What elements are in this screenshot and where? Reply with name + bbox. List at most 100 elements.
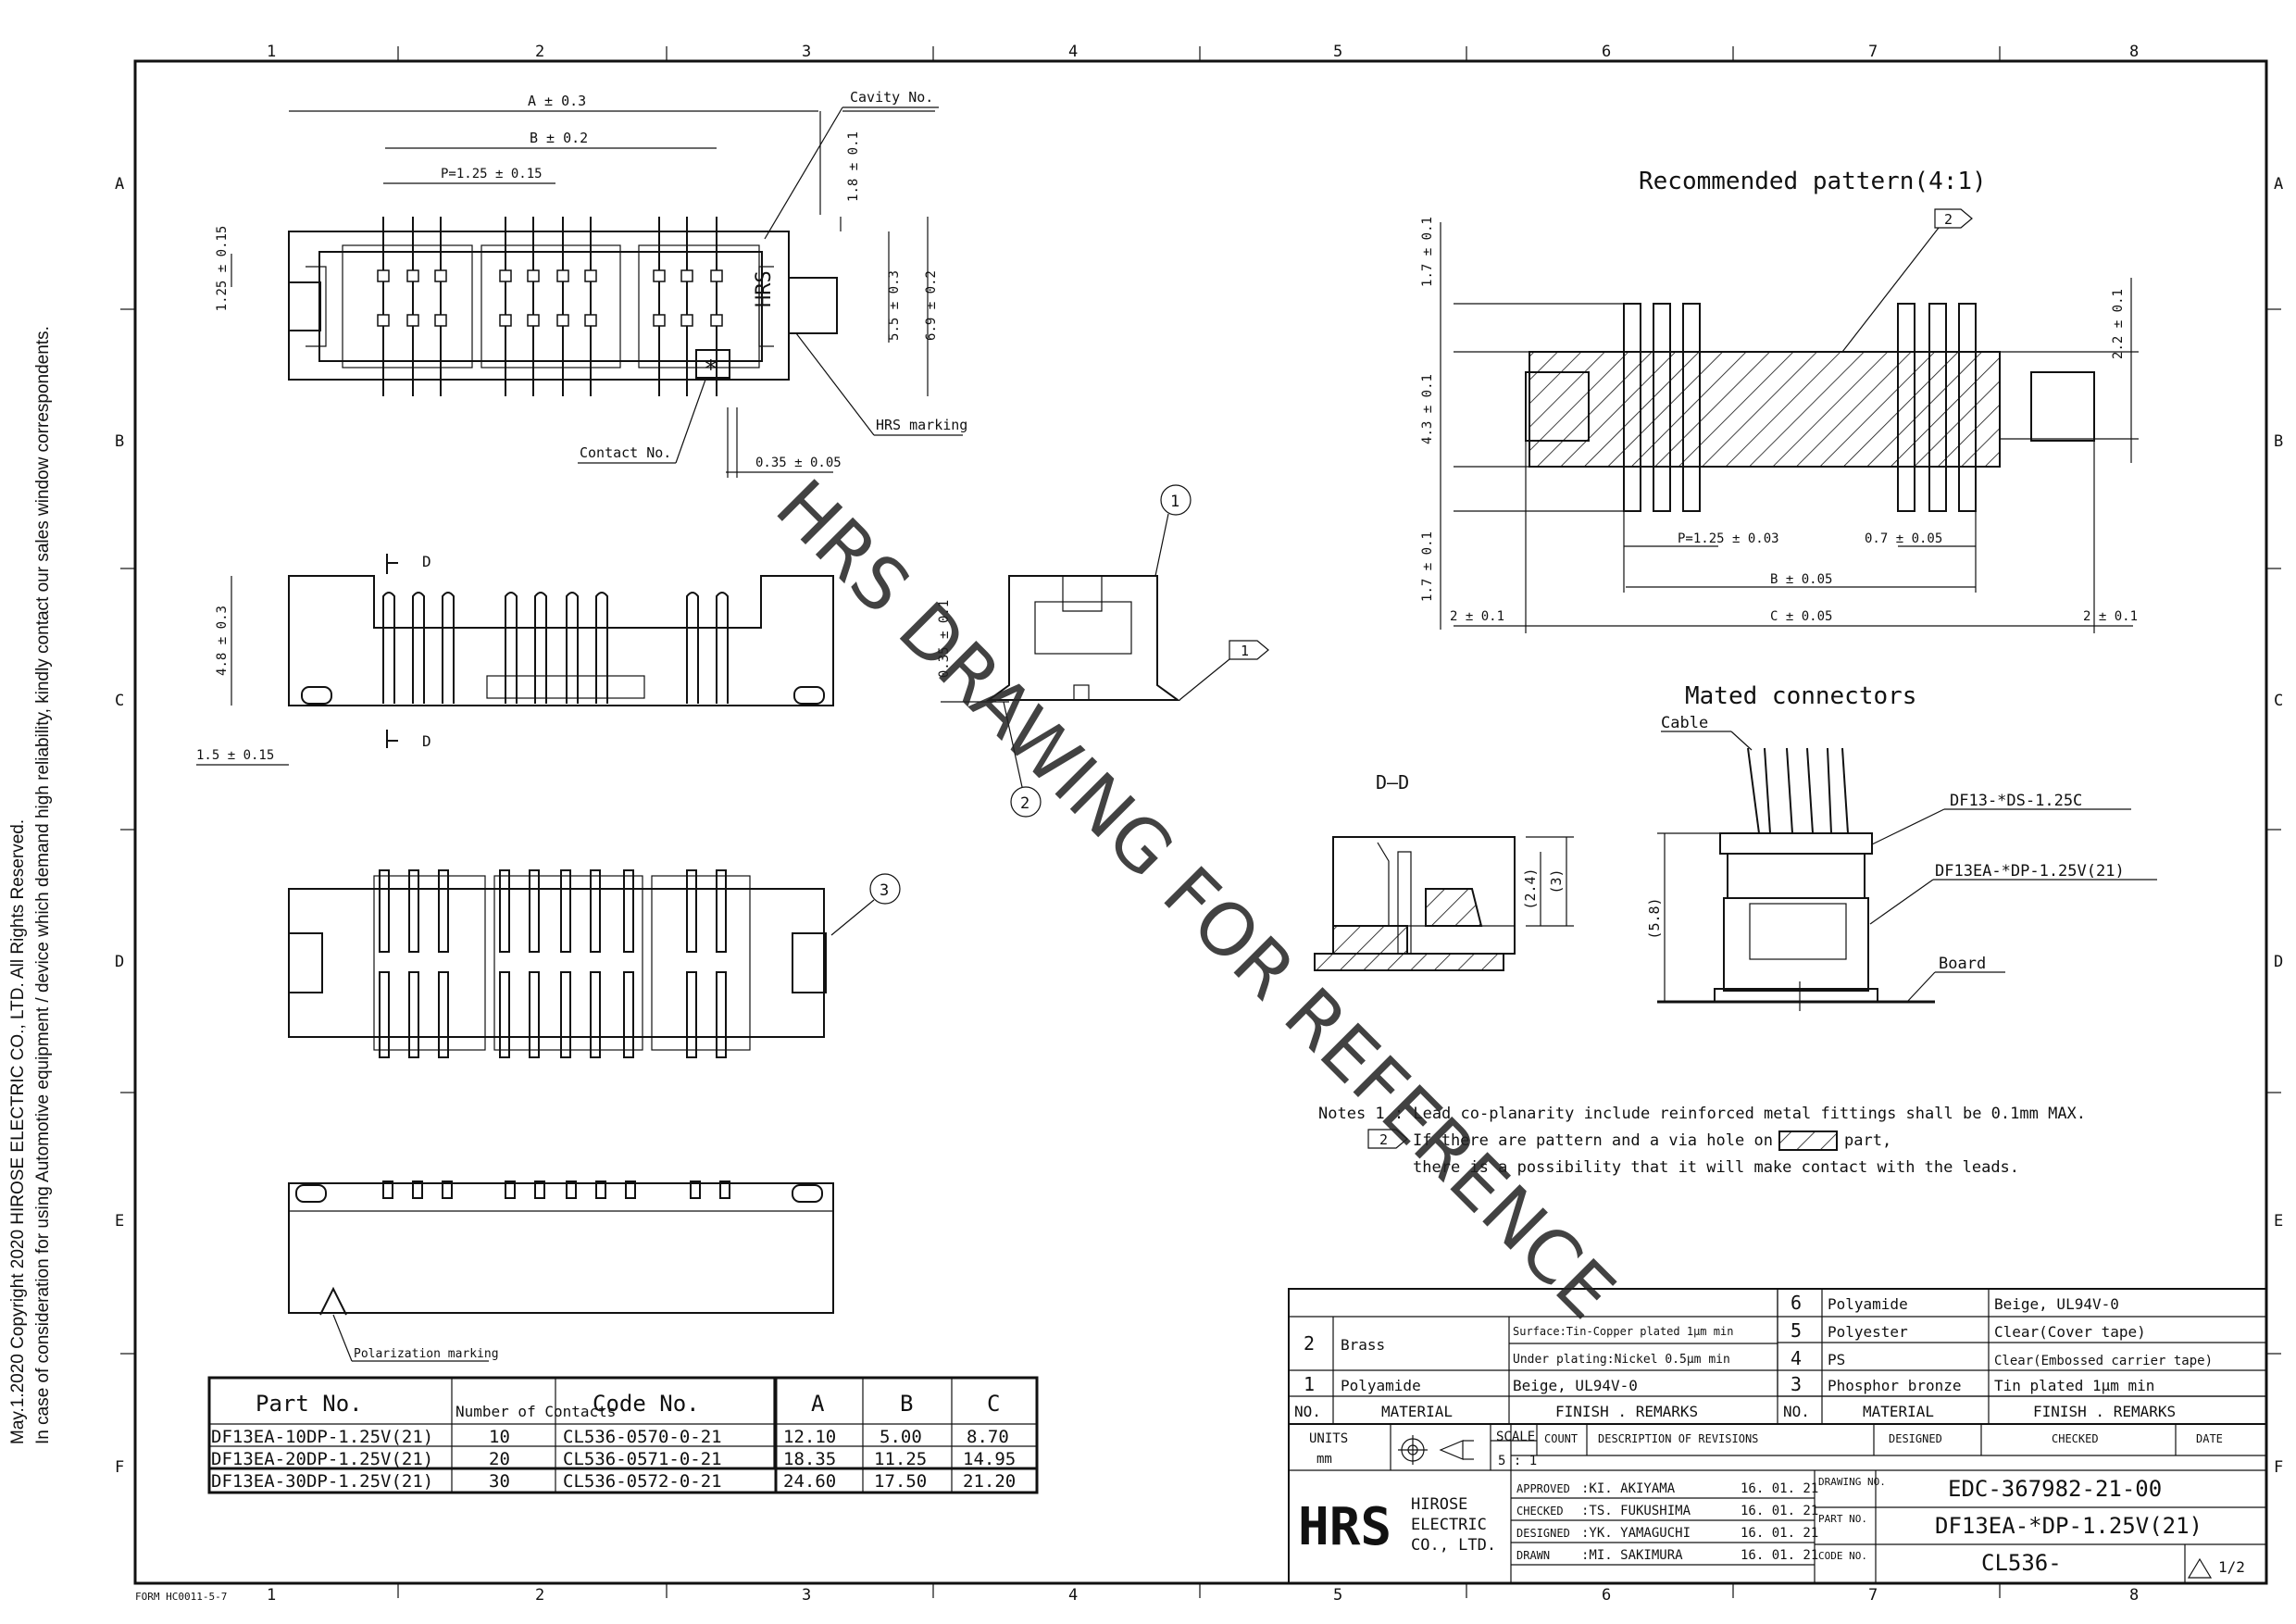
bottom-view: Polarization marking [288,1181,834,1362]
drawing-frame [133,59,2268,1585]
mat-head-no: NO. [1294,1403,1321,1420]
approved-role: APPROVED [1516,1482,1570,1495]
designed-name: :YK. YAMAGUCHI [1581,1526,1691,1541]
grid-col-6-bottom: 6 [1602,1586,1611,1605]
cavity-label: Cavity No. [850,89,933,106]
table-cell: CL536-0571-0-21 [563,1449,722,1469]
callout-3: 3 [880,881,889,900]
note-flag-1: 1 [1241,643,1249,659]
grid-row-a: A [115,175,124,194]
front-view: D D 4.8 ± 0.3 1.5 ± 0.15 [196,553,834,766]
rev-col-checked: CHECKED [2052,1432,2099,1445]
drawing-no: EDC-367982-21-00 [1948,1476,2162,1502]
grid-col-5-bottom: 5 [1333,1586,1342,1605]
mat-no: 1 [1304,1373,1315,1395]
dim-r3-label: 6.9 ± 0.2 [924,270,939,341]
mat-name: Polyester [1828,1323,1908,1341]
dim-b-label: B ± 0.2 [530,130,588,146]
table-cell: 10 [489,1427,510,1447]
callout-2: 2 [1020,794,1029,813]
company-line-3: CO., LTD. [1411,1536,1496,1555]
grid-col-3: 3 [802,43,811,61]
grid-ticks [120,46,2281,1598]
grid-col-7: 7 [1868,43,1878,61]
dim-bottom-label: 0.35 ± 0.05 [755,456,842,470]
parts-table: Part No. Number of Contacts Code No. A B… [207,1376,1039,1470]
mat-no: 6 [1791,1292,1802,1314]
title-block: UNITS mm SCALE 5 : 1 COUNT DESCRIPTION O… [1288,1423,2267,1584]
grid-row-labels-left: A B C D E F [115,175,124,1477]
mat-finish: Tin plated 1µm min [1994,1377,2154,1394]
plan-view: 3 [288,869,901,1058]
scale-label: SCALE [1496,1430,1535,1444]
grid-row-c: C [115,692,124,710]
pattern-dim-0-7: 0.7 ± 0.05 [1865,531,1942,546]
section-d-d: D—D (2.4) (3) [1314,771,1574,971]
note-line-2a: If there are pattern and a via hole on [1413,1131,1773,1150]
grid-col-8-bottom: 8 [2129,1586,2139,1605]
grid-row-d-right: D [2274,953,2283,971]
section-mark-top: D [422,553,431,570]
mat-name: PS [1828,1351,1845,1368]
section-dim-3: (3) [1548,868,1565,893]
pattern-dim-2-2: 2.2 ± 0.1 [2111,289,2126,359]
pattern-flag: 2 [1944,211,1953,228]
mat-finish: Clear(Embossed carrier tape) [1994,1354,2213,1368]
parts-table-row-3: DF13EA-30DP-1.25V(21) 30 CL536-0572-0-21… [207,1467,1039,1494]
hrs-marking-label: HRS marking [876,417,967,433]
dim-side-label: 0.35 ± 0.1 [937,600,952,678]
section-title: D—D [1376,771,1409,793]
notes: Notes 1 : Lead co-planarity include rein… [1318,1105,2086,1177]
grid-col-2-bottom: 2 [535,1586,544,1605]
grid-col-2: 2 [535,43,544,61]
table-cell: 24.60 [783,1471,836,1492]
company-line-2: ELECTRIC [1411,1516,1487,1534]
grid-col-6: 6 [1602,43,1611,61]
table-header-c: C [987,1391,1000,1417]
mat-finish: Beige, UL94V-0 [1513,1377,1638,1394]
section-dim-2-4: (2.4) [1522,868,1539,909]
mat-finish: Surface:Tin-Copper plated 1µm min [1513,1325,1733,1338]
approved-date: 16. 01. 21 [1741,1481,1818,1496]
table-cell: CL536-0570-0-21 [563,1427,722,1447]
table-cell: 12.10 [783,1427,836,1447]
dim-left-label: 1.25 ± 0.15 [215,226,230,312]
section-mark-bottom: D [422,732,431,750]
table-cell: 20 [489,1449,510,1469]
mat-name: Polyamide [1341,1377,1421,1394]
table-header-a: A [811,1391,825,1417]
pattern-title: Recommended pattern(4:1) [1639,168,1987,195]
checked-name: :TS. FUKUSHIMA [1581,1504,1691,1518]
designed-date: 16. 01. 21 [1741,1526,1818,1541]
grid-row-f-right: F [2274,1458,2283,1477]
dim-width-label: 1.5 ± 0.15 [196,748,274,763]
table-cell: 8.70 [967,1427,1009,1447]
mat-head-finish: FINISH . REMARKS [2033,1403,2176,1420]
pattern-dim-4-3: 4.3 ± 0.1 [1420,374,1435,444]
svg-text:∗: ∗ [704,351,718,379]
callout-1: 1 [1170,493,1179,511]
mat-finish: Clear(Cover tape) [1994,1323,2146,1341]
mat-finish-2: Under plating:Nickel 0.5µm min [1513,1353,1730,1367]
table-header-code: Code No. [593,1391,700,1417]
contact-label: Contact No. [580,444,671,461]
plug-label: DF13-*DS-1.25C [1950,792,2082,810]
grid-col-1: 1 [267,43,276,61]
mat-head-finish: FINISH . REMARKS [1555,1403,1698,1420]
table-cell: DF13EA-10DP-1.25V(21) [211,1427,433,1447]
pattern-dim-pitch: P=1.25 ± 0.03 [1678,531,1779,546]
table-cell: 18.35 [783,1449,836,1469]
pattern-dim-c: C ± 0.05 [1770,609,1832,624]
table-header-b: B [900,1391,913,1417]
grid-col-1-bottom: 1 [267,1586,276,1605]
mated-connectors: Mated connectors (5.8) Cable DF13-*DS-1.… [1646,682,2157,1011]
scale-value: 5 : 1 [1498,1454,1537,1468]
note-line-3: there is a possibility that it will make… [1413,1158,2019,1177]
recommended-pattern: Recommended pattern(4:1) 2 1.7 ± 0.1 4.3… [1420,168,2139,633]
code-no-label: CODE NO. [1818,1550,1867,1562]
mat-head-material: MATERIAL [1381,1403,1453,1420]
grid-col-4-bottom: 4 [1068,1586,1078,1605]
table-cell: CL536-0572-0-21 [563,1471,722,1492]
grid-column-labels-top: 1 2 3 4 5 6 7 8 [267,43,2139,61]
